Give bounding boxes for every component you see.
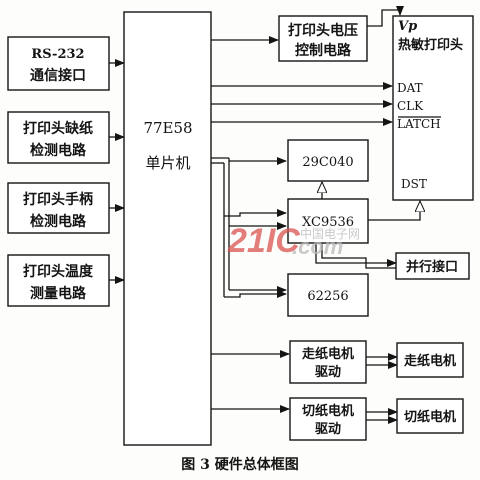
vp-pin-label: Vp — [398, 19, 417, 34]
watermark-brand: 21IC — [227, 222, 300, 260]
cut-drv-label: 切纸电机 — [302, 403, 354, 419]
dat-pin-label: DAT — [397, 81, 423, 95]
voltage-control-block: 打印头电压 控制电路 — [278, 15, 368, 62]
cut-motor-label: 切纸电机 — [404, 409, 456, 425]
mcu-bus-lines — [211, 157, 287, 298]
rs232-interface-block: RS-232 通信接口 — [7, 36, 110, 91]
rs232-label: RS-232 — [31, 47, 84, 62]
temp-sublabel: 测量电路 — [30, 285, 87, 302]
mcu-block: 77E58 单片机 — [123, 11, 212, 446]
clk-pin-label: CLK — [397, 99, 424, 113]
voltage-label: 打印头电压 — [288, 22, 358, 39]
watermark-logo: 21IC 中国电子网 .com — [227, 222, 360, 260]
flash-29c040-block: 29C040 — [287, 139, 369, 182]
cpld-to-parallel-lines — [315, 243, 397, 269]
watermark-domain: .com — [292, 234, 343, 259]
thermal-printhead-block: Vp 热敏打印头 DAT CLK LATCH DST — [392, 15, 474, 201]
feed-drv-label: 走纸电机 — [302, 346, 354, 362]
printhead-title: 热敏打印头 — [398, 37, 463, 53]
paper-out-detect-block: 打印头缺纸 检测电路 — [7, 111, 110, 164]
rs232-sublabel: 通信接口 — [30, 67, 86, 84]
voltage-sublabel: 控制电路 — [295, 42, 352, 59]
mcu-model-label: 77E58 — [143, 119, 192, 137]
figure-caption: 图 3 硬件总体框图 — [181, 456, 299, 473]
mcu-type-label: 单片机 — [145, 154, 190, 172]
temperature-measure-block: 打印头温度 测量电路 — [7, 254, 110, 307]
feed-motor-driver-block: 走纸电机 驱动 — [289, 340, 367, 384]
handle-label: 打印头手柄 — [23, 191, 93, 208]
feed-drv-sublabel: 驱动 — [315, 365, 341, 380]
dst-pin-label: DST — [401, 177, 427, 191]
cpld-to-dst-arrow — [368, 201, 420, 221]
feed-motor-block: 走纸电机 — [396, 342, 464, 378]
temp-label: 打印头温度 — [23, 263, 94, 280]
feed-motor-label: 走纸电机 — [404, 353, 456, 369]
handle-detect-block: 打印头手柄 检测电路 — [7, 182, 110, 234]
parallel-label: 并行接口 — [406, 259, 458, 275]
cut-drv-sublabel: 驱动 — [315, 422, 341, 437]
paper-out-label: 打印头缺纸 — [23, 120, 93, 137]
cut-motor-driver-block: 切纸电机 驱动 — [289, 397, 367, 441]
parallel-port-block: 并行接口 — [395, 252, 470, 280]
paper-out-sublabel: 检测电路 — [30, 142, 87, 159]
latch-pin-label: LATCH — [397, 117, 441, 131]
cut-motor-block: 切纸电机 — [396, 398, 464, 434]
voltage-to-printhead-arrow — [367, 6, 404, 27]
sram-label: 62256 — [307, 289, 348, 304]
cpld-xc9536-block: XC9536 — [287, 198, 369, 244]
handle-sublabel: 检测电路 — [30, 213, 87, 230]
cpld-label: XC9536 — [302, 215, 354, 230]
watermark-cn: 中国电子网 — [300, 226, 360, 241]
flash-label: 29C040 — [302, 155, 353, 170]
sram-62256-block: 62256 — [287, 273, 369, 317]
